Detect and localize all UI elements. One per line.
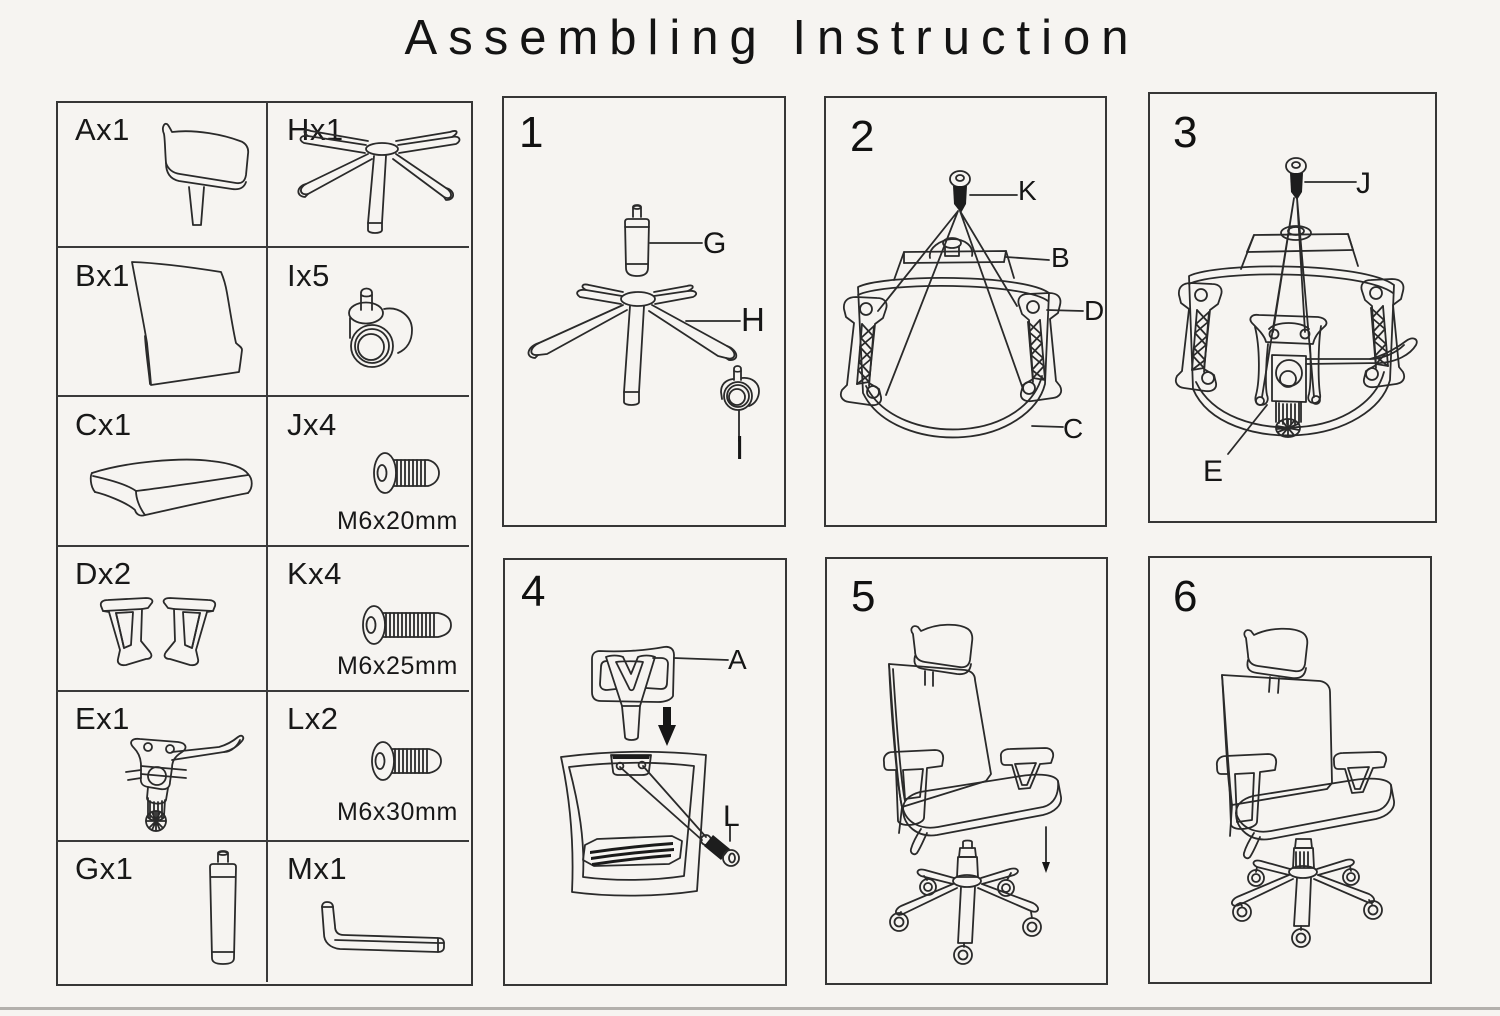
svg-text:I: I [735,429,744,466]
svg-text:D: D [1084,295,1104,326]
svg-text:J: J [1356,167,1371,200]
svg-text:H: H [741,301,765,338]
svg-text:B: B [1051,242,1070,273]
svg-text:K: K [1018,175,1037,206]
svg-text:A: A [728,644,747,675]
svg-text:E: E [1203,455,1223,488]
svg-text:G: G [703,227,726,260]
svg-text:L: L [723,800,740,833]
svg-text:C: C [1063,413,1083,444]
